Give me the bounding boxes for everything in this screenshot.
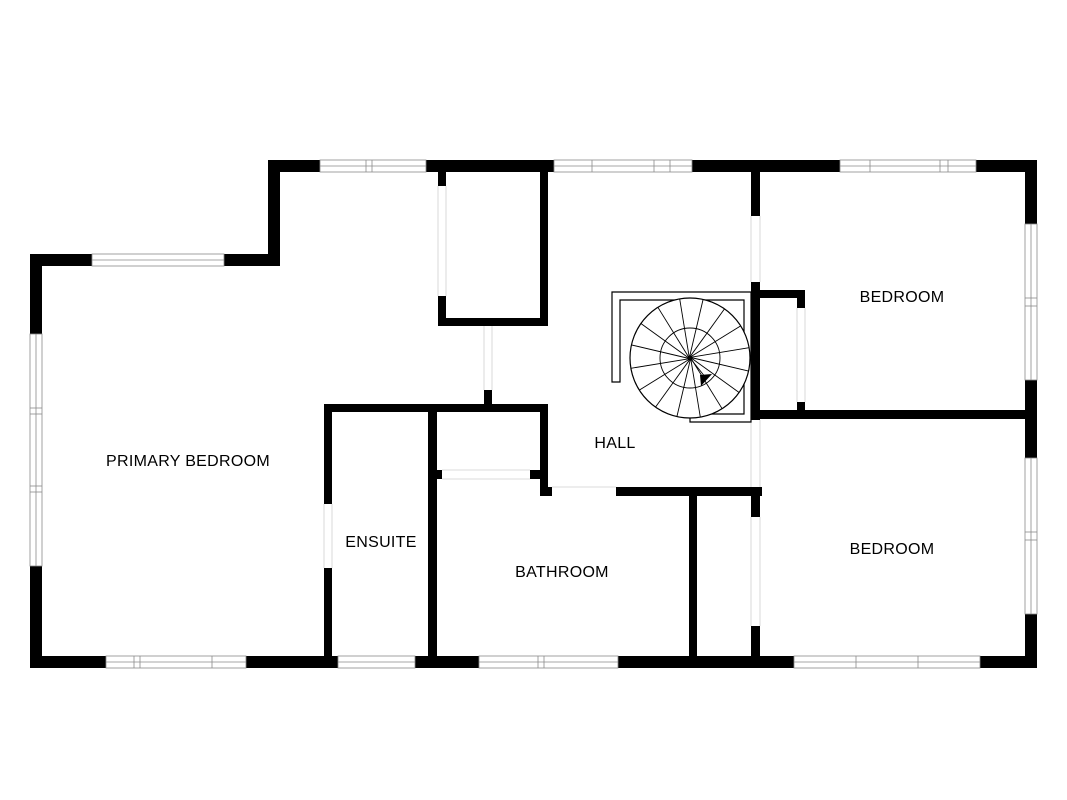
wall-bottom-b xyxy=(246,656,338,668)
room-label-bedroom-upper: BEDROOM xyxy=(860,289,945,306)
window-top-1 xyxy=(319,159,427,173)
stair-tread xyxy=(690,360,701,418)
stair-tread xyxy=(691,359,723,409)
window-step xyxy=(91,253,225,267)
wall-bottom-a xyxy=(30,656,106,668)
bathroom-top-b xyxy=(530,470,548,479)
window-right-1 xyxy=(1024,223,1038,381)
stair-treads xyxy=(630,298,750,418)
stair-landing xyxy=(611,291,752,423)
wall-right-c xyxy=(1025,614,1037,668)
stair-tread xyxy=(676,360,691,417)
bedroom-closet-top xyxy=(751,290,805,298)
window-left xyxy=(29,333,43,567)
hall-bedroom-wall-d xyxy=(751,626,760,668)
wall-bottom-d xyxy=(618,656,794,668)
stair-tread xyxy=(631,344,688,359)
spiral-staircase xyxy=(611,291,752,423)
stair-tread xyxy=(692,347,750,358)
window-right-2 xyxy=(1024,457,1038,615)
wall-step-horizontal xyxy=(224,254,280,266)
wall-bottom-e xyxy=(980,656,1037,668)
stair-tread xyxy=(690,308,725,356)
closet-wall-left-b xyxy=(438,296,446,326)
window-top-2 xyxy=(553,159,693,173)
window-bottom-3 xyxy=(478,655,619,669)
room-label-bedroom-lower: BEDROOM xyxy=(850,541,935,558)
stair-tread xyxy=(639,359,689,391)
stair-tread xyxy=(691,325,741,357)
stair-tread xyxy=(655,360,690,408)
stair-direction-arrow-icon xyxy=(700,374,712,386)
wall-top-a xyxy=(268,160,320,172)
window-top-3 xyxy=(839,159,977,173)
window-bottom-1 xyxy=(105,655,247,669)
bathroom-right-upper xyxy=(540,404,548,496)
wall-top-b xyxy=(426,160,554,172)
bathroom-closet-divider xyxy=(689,487,697,668)
ensuite-wall-left-a xyxy=(324,404,332,504)
window-bottom-2 xyxy=(337,655,416,669)
bathroom-top-c xyxy=(540,487,552,496)
wall-top-c xyxy=(692,160,840,172)
room-label-hall: HALL xyxy=(594,435,635,452)
wall-left-b xyxy=(30,566,42,668)
bedroom-closet-jamb-top xyxy=(797,290,805,308)
closet-wall-bottom xyxy=(438,318,548,326)
exterior-walls xyxy=(30,160,1037,668)
interior-walls xyxy=(324,160,1037,668)
bedroom-divider xyxy=(751,410,1037,419)
hall-bedroom-wall-b xyxy=(751,282,760,420)
stair-tread xyxy=(692,357,749,372)
stair-tread xyxy=(640,323,688,358)
ensuite-wall-left-b xyxy=(324,568,332,668)
stair-tread xyxy=(692,358,740,393)
wall-top-d xyxy=(976,160,1037,172)
wall-top-left xyxy=(30,254,92,266)
bathroom-top-a xyxy=(428,470,442,479)
hall-bedroom-wall-c xyxy=(751,487,760,517)
stair-tread xyxy=(630,358,688,369)
room-label-bathroom: BATHROOM xyxy=(515,564,609,581)
closet-wall-right xyxy=(540,160,548,326)
stair-tread xyxy=(679,298,690,356)
room-label-ensuite: ENSUITE xyxy=(345,534,416,551)
stair-tread xyxy=(689,299,704,356)
hall-bedroom-wall-a xyxy=(751,160,760,216)
hall-post xyxy=(484,390,492,412)
wall-right-a xyxy=(1025,160,1037,224)
wall-bottom-c xyxy=(415,656,479,668)
stair-inner-ring xyxy=(659,327,721,389)
door-openings xyxy=(323,186,806,626)
closet-wall-left-a xyxy=(438,172,446,186)
room-label-primary-bedroom: PRIMARY BEDROOM xyxy=(106,453,270,470)
stair-tread xyxy=(657,307,689,357)
ensuite-bathroom-divider xyxy=(428,404,437,668)
wall-step-vertical xyxy=(268,160,280,266)
window-bottom-4 xyxy=(793,655,981,669)
wall-left-a xyxy=(30,254,42,334)
